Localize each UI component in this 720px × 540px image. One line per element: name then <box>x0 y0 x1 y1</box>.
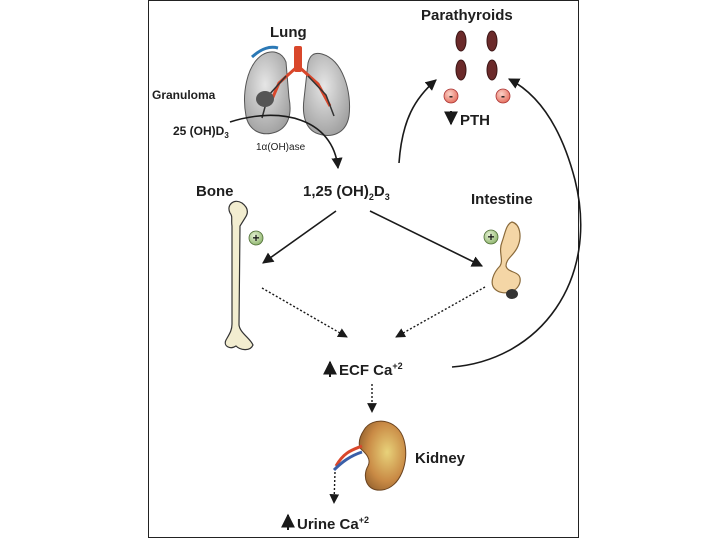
granuloma-label: Granuloma <box>152 88 216 102</box>
kidney-illustration <box>332 420 407 491</box>
arrow-to-parathyroids <box>398 79 437 164</box>
parathyroids-label: Parathyroids <box>421 7 513 24</box>
pth-label: PTH <box>460 112 490 129</box>
enzyme-label: 1α(OH)ase <box>256 142 306 153</box>
stimulation-icon-intestine: + <box>483 229 499 245</box>
stimulation-icon-bone: + <box>248 230 264 246</box>
intestine-label: Intestine <box>471 191 533 208</box>
arrow-to-bone <box>262 210 337 264</box>
minus-symbol-left: - <box>449 89 453 103</box>
minus-symbol-right: - <box>501 89 505 103</box>
urine-calcium-label: Urine Ca+2 <box>297 515 369 533</box>
dotted-arrow-intestine-to-ecf <box>395 286 486 338</box>
parathyroid-glands <box>455 30 498 81</box>
kidney-label: Kidney <box>415 450 466 467</box>
granuloma-lesion <box>256 91 274 107</box>
vitd-125-label: 1,25 (OH)2D3 <box>303 183 390 202</box>
lung-label: Lung <box>270 24 307 41</box>
arrow-to-intestine <box>369 210 484 267</box>
dotted-arrow-bone-to-ecf <box>261 287 348 338</box>
vitd-25-label: 25 (OH)D3 <box>173 124 229 140</box>
inhibition-icon-right: - <box>495 88 511 104</box>
ecf-calcium-label: ECF Ca+2 <box>339 361 403 379</box>
intestine-illustration <box>491 221 521 299</box>
dotted-arrow-kidney-to-urine <box>329 471 340 504</box>
lung-illustration <box>244 45 351 136</box>
conversion-arrow <box>229 114 343 170</box>
bone-label: Bone <box>196 183 234 200</box>
inhibition-icon-left: - <box>443 88 459 104</box>
plus-symbol-bone: + <box>252 231 259 245</box>
bone-illustration <box>224 200 254 351</box>
plus-symbol-intestine: + <box>487 230 494 244</box>
feedback-arrow <box>451 78 582 368</box>
